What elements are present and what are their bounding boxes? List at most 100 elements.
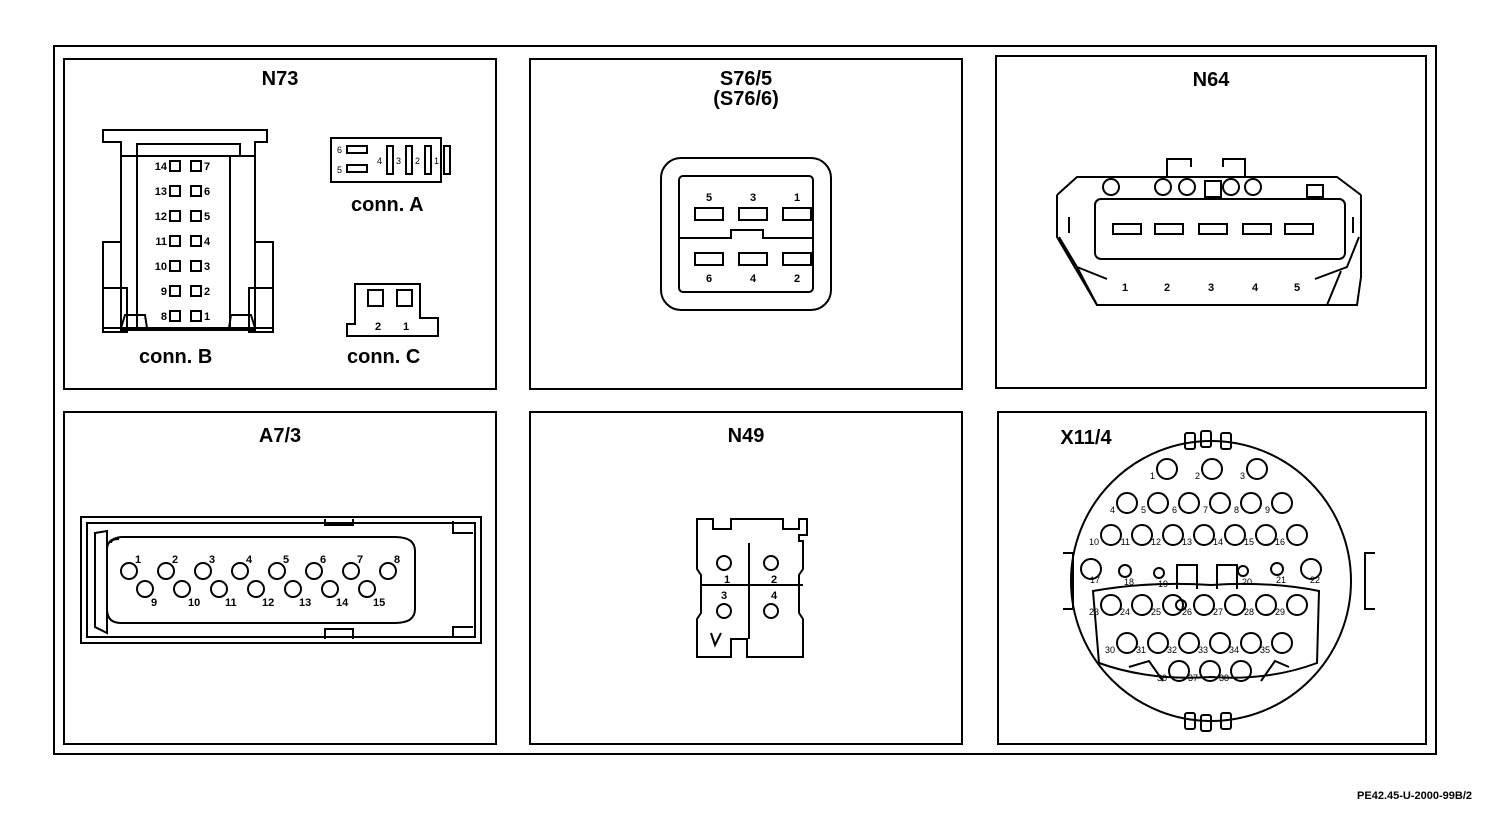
- pin-cavity: [169, 310, 181, 322]
- pin-label: 4: [377, 156, 382, 166]
- pin-cavity: [1178, 492, 1200, 514]
- pin-label: 10: [1089, 537, 1099, 547]
- pin-label: 1: [434, 156, 439, 166]
- pin-cavity: [247, 580, 265, 598]
- pin-cavity: [1147, 492, 1169, 514]
- drawing-reference: PE42.45-U-2000-99B/2: [1357, 790, 1472, 802]
- pin-label: 4: [750, 273, 757, 285]
- pin-cavity: [1156, 458, 1178, 480]
- pin-label: 4: [246, 554, 253, 566]
- pin-cavity: [1300, 558, 1322, 580]
- pin-label: 18: [1124, 577, 1134, 587]
- pin-cavity: [1112, 223, 1142, 235]
- pin-label: 2: [1164, 282, 1170, 294]
- pin-label: 13: [155, 186, 167, 198]
- panel-title: X11/4: [1060, 427, 1112, 449]
- pin-label: 10: [155, 261, 167, 273]
- pin-label: 3: [750, 192, 756, 204]
- pin-label: 28: [1244, 607, 1254, 617]
- pin-label: 8: [394, 554, 400, 566]
- pin-label: 1: [794, 192, 800, 204]
- pin-label: 35: [1260, 645, 1270, 655]
- pin-cavity: [1224, 524, 1246, 546]
- pin-cavity: [1080, 558, 1102, 580]
- pin-label: 1: [403, 321, 409, 333]
- pin-label: 17: [1090, 575, 1100, 585]
- pin-cavity: [1118, 564, 1132, 578]
- pin-label: 24: [1120, 607, 1130, 617]
- pin-cavity: [694, 207, 724, 221]
- pin-label: 11: [1121, 537, 1130, 547]
- pin-label: 25: [1151, 607, 1161, 617]
- pin-cavity: [210, 580, 228, 598]
- pin-label: 1: [204, 311, 210, 323]
- pin-label: 10: [188, 597, 200, 609]
- pin-cavity: [1199, 660, 1221, 682]
- pin-cavity: [694, 252, 724, 266]
- pin-label: 32: [1167, 645, 1177, 655]
- pin-label: 33: [1198, 645, 1208, 655]
- pin-cavity: [136, 580, 154, 598]
- pin-label: 3: [1208, 282, 1214, 294]
- pin-cavity: [716, 603, 732, 619]
- pin-label: 1: [1122, 282, 1128, 294]
- pin-cavity: [763, 555, 779, 571]
- pin-cavity: [782, 207, 812, 221]
- pin-cavity: [194, 562, 212, 580]
- pin-cavity: [1116, 632, 1138, 654]
- pin-label: 38: [1219, 673, 1229, 683]
- pin-cavity: [1240, 492, 1262, 514]
- pin-label: 7: [1203, 505, 1208, 515]
- pin-label: 22: [1310, 575, 1320, 585]
- pin-cavity: [190, 235, 202, 247]
- pin-label: 6: [204, 186, 210, 198]
- panel-title: N73: [261, 68, 299, 90]
- pin-cavity: [169, 160, 181, 172]
- pin-cavity: [190, 185, 202, 197]
- pin-cavity: [1198, 223, 1228, 235]
- pin-cavity: [1116, 492, 1138, 514]
- pin-label: 11: [225, 597, 237, 609]
- pin-label: 3: [396, 156, 401, 166]
- pin-cavity: [379, 562, 397, 580]
- pin-label: 11: [155, 236, 167, 248]
- pin-cavity: [1100, 594, 1122, 616]
- pin-label: 4: [1110, 505, 1115, 515]
- pin-cavity: [321, 580, 339, 598]
- pin-label: 5: [1294, 282, 1300, 294]
- pin-cavity: [190, 210, 202, 222]
- pin-cavity: [190, 285, 202, 297]
- pin-cavity: [231, 562, 249, 580]
- pin-label: 9: [151, 597, 157, 609]
- pin-cavity: [190, 260, 202, 272]
- panel-title: A7/3: [258, 425, 302, 447]
- pin-cavity: [1255, 524, 1277, 546]
- pin-label: 19: [1158, 579, 1168, 589]
- pin-cavity: [782, 252, 812, 266]
- pin-cavity: [1209, 632, 1231, 654]
- pin-cavity: [173, 580, 191, 598]
- pin-cavity: [1201, 458, 1223, 480]
- pin-cavity: [1284, 223, 1314, 235]
- pin-label: 6: [1172, 505, 1177, 515]
- pin-label: 3: [1240, 471, 1245, 481]
- pin-label: 3: [204, 261, 210, 273]
- pin-cavity: [1270, 562, 1284, 576]
- pin-cavity: [1147, 632, 1169, 654]
- pin-label: 5: [283, 554, 289, 566]
- pin-cavity: [1162, 594, 1184, 616]
- pin-label: 2: [771, 574, 777, 586]
- pin-label: 34: [1229, 645, 1239, 655]
- pin-label: 9: [1265, 505, 1270, 515]
- pin-label: 9: [161, 286, 167, 298]
- pin-label: 8: [1234, 505, 1239, 515]
- pin-cavity: [1193, 524, 1215, 546]
- pin-cavity: [1271, 492, 1293, 514]
- pin-label: 23: [1089, 607, 1099, 617]
